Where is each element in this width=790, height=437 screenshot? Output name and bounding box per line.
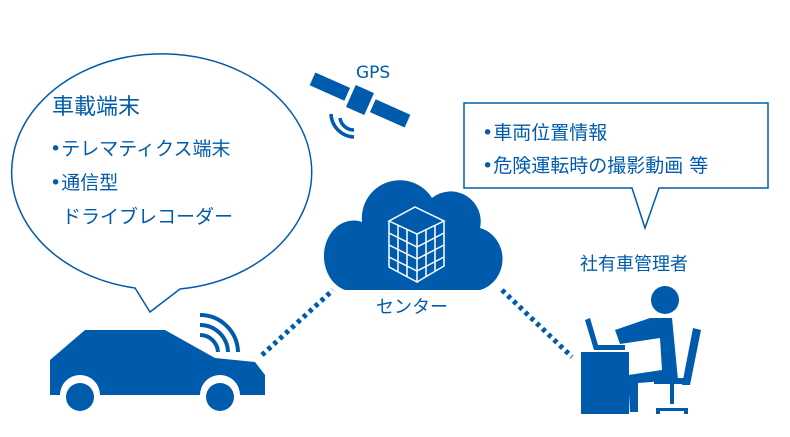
terminal-item: •テレマティクス端末 (50, 138, 231, 160)
terminal-item: •通信型 (50, 172, 118, 194)
connection-line-center-manager (500, 288, 574, 359)
center-label: センター (376, 297, 448, 318)
terminal-title: 車載端末 (52, 95, 140, 120)
manager-at-desk-icon (581, 286, 701, 414)
car-icon (50, 313, 265, 411)
gps-satellite-icon (309, 72, 411, 139)
connection-line-car-center (260, 288, 335, 357)
manager-label: 社有車管理者 (580, 254, 688, 275)
terminal-item: ドライブレコーダー (62, 205, 233, 228)
info-speech-bubble: •車両位置情報 •危険運転時の撮影動画 等 (463, 102, 769, 231)
terminal-speech-bubble: 車載端末 •テレマティクス端末 •通信型 ドライブレコーダー (11, 53, 313, 314)
gps-label: GPS (356, 63, 390, 83)
building-icon (387, 206, 446, 284)
cloud-icon (323, 180, 503, 290)
info-item: •車両位置情報 (482, 122, 607, 144)
info-item: •危険運転時の撮影動画 等 (482, 155, 708, 177)
